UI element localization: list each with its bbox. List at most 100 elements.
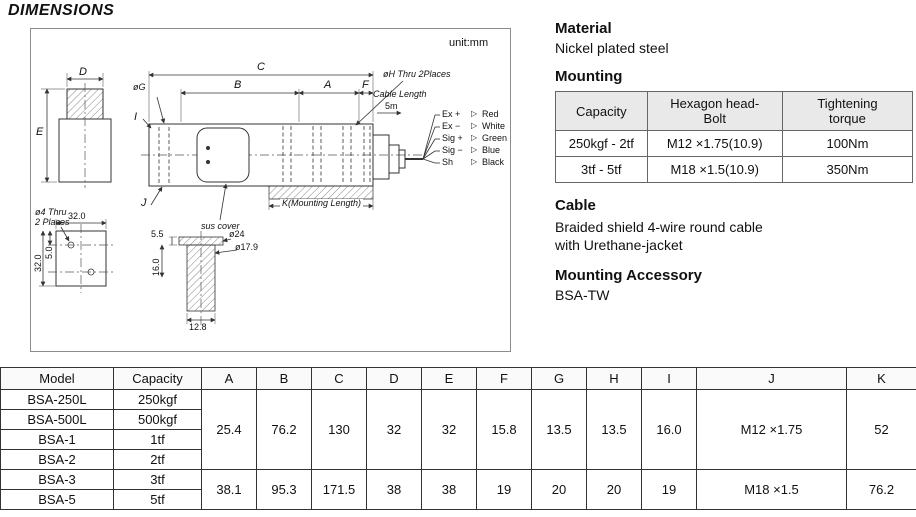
dim-value-cell: 76.2 <box>256 389 312 470</box>
material-heading: Material <box>555 20 612 37</box>
dim-value-cell: 19 <box>476 469 532 510</box>
sus-cover-label: sus cover <box>201 221 240 231</box>
column-header: H <box>586 367 642 390</box>
capacity-cell: 1tf <box>113 429 202 450</box>
dim-value-cell: 16.0 <box>641 389 697 470</box>
dim-label-e: E <box>36 126 44 138</box>
column-header: I <box>641 367 697 390</box>
o4-thru-label-line1: ø4 Thru <box>35 207 67 217</box>
capacity-cell: 250kgf <box>113 389 202 410</box>
dim-value-cell: 25.4 <box>201 389 257 470</box>
wire-color-black: Black <box>482 157 505 167</box>
column-header: A <box>201 367 257 390</box>
column-header: C <box>311 367 367 390</box>
pointer-icon: ▷ <box>471 109 478 118</box>
dim-label-a: A <box>324 79 332 91</box>
mounting-table: Capacity Hexagon head-Bolt Tightening to… <box>555 91 914 183</box>
cover-12-8-label: 12.8 <box>189 322 207 332</box>
torque-cell: 100Nm <box>781 130 914 157</box>
capacity-cell: 2tf <box>113 449 202 470</box>
dim-label-i: I <box>134 111 138 123</box>
mounting-heading: Mounting <box>555 68 623 85</box>
dim-value-cell: 20 <box>531 469 587 510</box>
pointer-icon: ▷ <box>471 133 478 142</box>
column-header: D <box>366 367 422 390</box>
capacity-cell: 500kgf <box>113 409 202 430</box>
column-header: F <box>476 367 532 390</box>
dim-value-cell: 52 <box>846 389 916 470</box>
column-header: K <box>846 367 916 390</box>
cable-text-line1: Braided shield 4-wire round cable <box>555 219 763 235</box>
pointer-icon: ▷ <box>471 145 478 154</box>
o17-9-label: ø17.9 <box>235 242 259 252</box>
dim-value-cell: 32 <box>421 389 477 470</box>
dim-value-cell: 38.1 <box>201 469 257 510</box>
dim-value-cell: 15.8 <box>476 389 532 470</box>
dim-value-cell: 13.5 <box>586 389 642 470</box>
capacity-cell: 5tf <box>113 489 202 510</box>
cable-text-line2: with Urethane-jacket <box>555 237 683 254</box>
spec-panel: Material Nickel plated steel Mounting Ca… <box>555 20 914 315</box>
model-cell: BSA-250L <box>0 389 114 410</box>
column-header: Capacity <box>555 91 648 131</box>
dim-value-cell: 13.5 <box>531 389 587 470</box>
accessory-heading: Mounting Accessory <box>555 267 702 285</box>
unit-label: unit:mm <box>449 37 489 49</box>
dim-value-cell: 76.2 <box>846 469 916 510</box>
column-header: J <box>696 367 847 390</box>
wire-name-ex-minus: Ex − <box>442 121 461 131</box>
table-row: 3tf - 5tf M18 ×1.5(10.9) 350Nm <box>555 156 914 183</box>
model-cell: BSA-3 <box>0 469 114 490</box>
cover-16-label: 16.0 <box>151 258 161 276</box>
cable-heading: Cable <box>555 197 596 214</box>
table-row: BSA-1 1tf <box>0 429 916 450</box>
wire-color-white: White <box>482 121 506 131</box>
column-header: Tightening torque <box>781 91 914 131</box>
wire-name-sig-minus: Sig − <box>442 145 463 155</box>
capacity-range-cell: 250kgf - 2tf <box>555 130 648 157</box>
capacity-range-cell: 3tf - 5tf <box>555 156 648 183</box>
o24-label: ø24 <box>229 229 245 239</box>
column-header: E <box>421 367 477 390</box>
dim-label-d: D <box>79 66 87 78</box>
column-header: Model <box>0 367 114 390</box>
bolt-cell: M12 ×1.75(10.9) <box>646 130 783 157</box>
table-row: BSA-500L 500kgf <box>0 409 916 430</box>
o4-thru-label-line2: 2 Places <box>35 217 70 227</box>
table-row: BSA-250L 250kgf 25.4 76.2 130 32 32 15.8… <box>0 389 916 470</box>
accessory-text: BSA-TW <box>555 287 610 304</box>
model-cell: BSA-5 <box>0 489 114 510</box>
dim-value-cell: 95.3 <box>256 469 312 510</box>
cover-5-5-label: 5.5 <box>151 229 164 239</box>
dim-value-cell: 171.5 <box>311 469 367 510</box>
dim-value-cell: 32 <box>366 389 422 470</box>
dim-value-cell: M18 ×1.5 <box>696 469 847 510</box>
hole-offset-label: 5.0 <box>44 246 54 259</box>
dim-label-c: C <box>257 61 265 73</box>
model-cell: BSA-1 <box>0 429 114 450</box>
wire-color-red: Red <box>482 109 499 119</box>
dim-value-cell: 38 <box>421 469 477 510</box>
capacity-cell: 3tf <box>113 469 202 490</box>
dim-label-og: øG <box>133 82 146 92</box>
dim-label-f: F <box>362 79 369 91</box>
dim-label-j: J <box>141 197 147 209</box>
torque-cell: 350Nm <box>781 156 914 183</box>
table-header-row: Model Capacity A B C D E F G H I J K <box>0 367 916 390</box>
dimension-table: Model Capacity A B C D E F G H I J K BSA… <box>0 367 916 510</box>
table-row: 250kgf - 2tf M12 ×1.75(10.9) 100Nm <box>555 130 914 157</box>
mounting-length-label: K(Mounting Length) <box>280 198 364 208</box>
wire-color-blue: Blue <box>482 145 501 155</box>
dim-label-oh: øH Thru 2Places <box>383 69 451 79</box>
model-cell: BSA-2 <box>0 449 114 470</box>
cable-length-label: Cable Length <box>373 89 427 99</box>
column-header: G <box>531 367 587 390</box>
column-header: B <box>256 367 312 390</box>
material-text: Nickel plated steel <box>555 40 669 56</box>
dimensions-drawing <box>39 71 440 325</box>
table-row: BSA-5 5tf <box>0 489 916 510</box>
wire-name-sh: Sh <box>442 157 454 167</box>
dim-value-cell: M12 ×1.75 <box>696 389 847 470</box>
model-cell: BSA-500L <box>0 409 114 430</box>
